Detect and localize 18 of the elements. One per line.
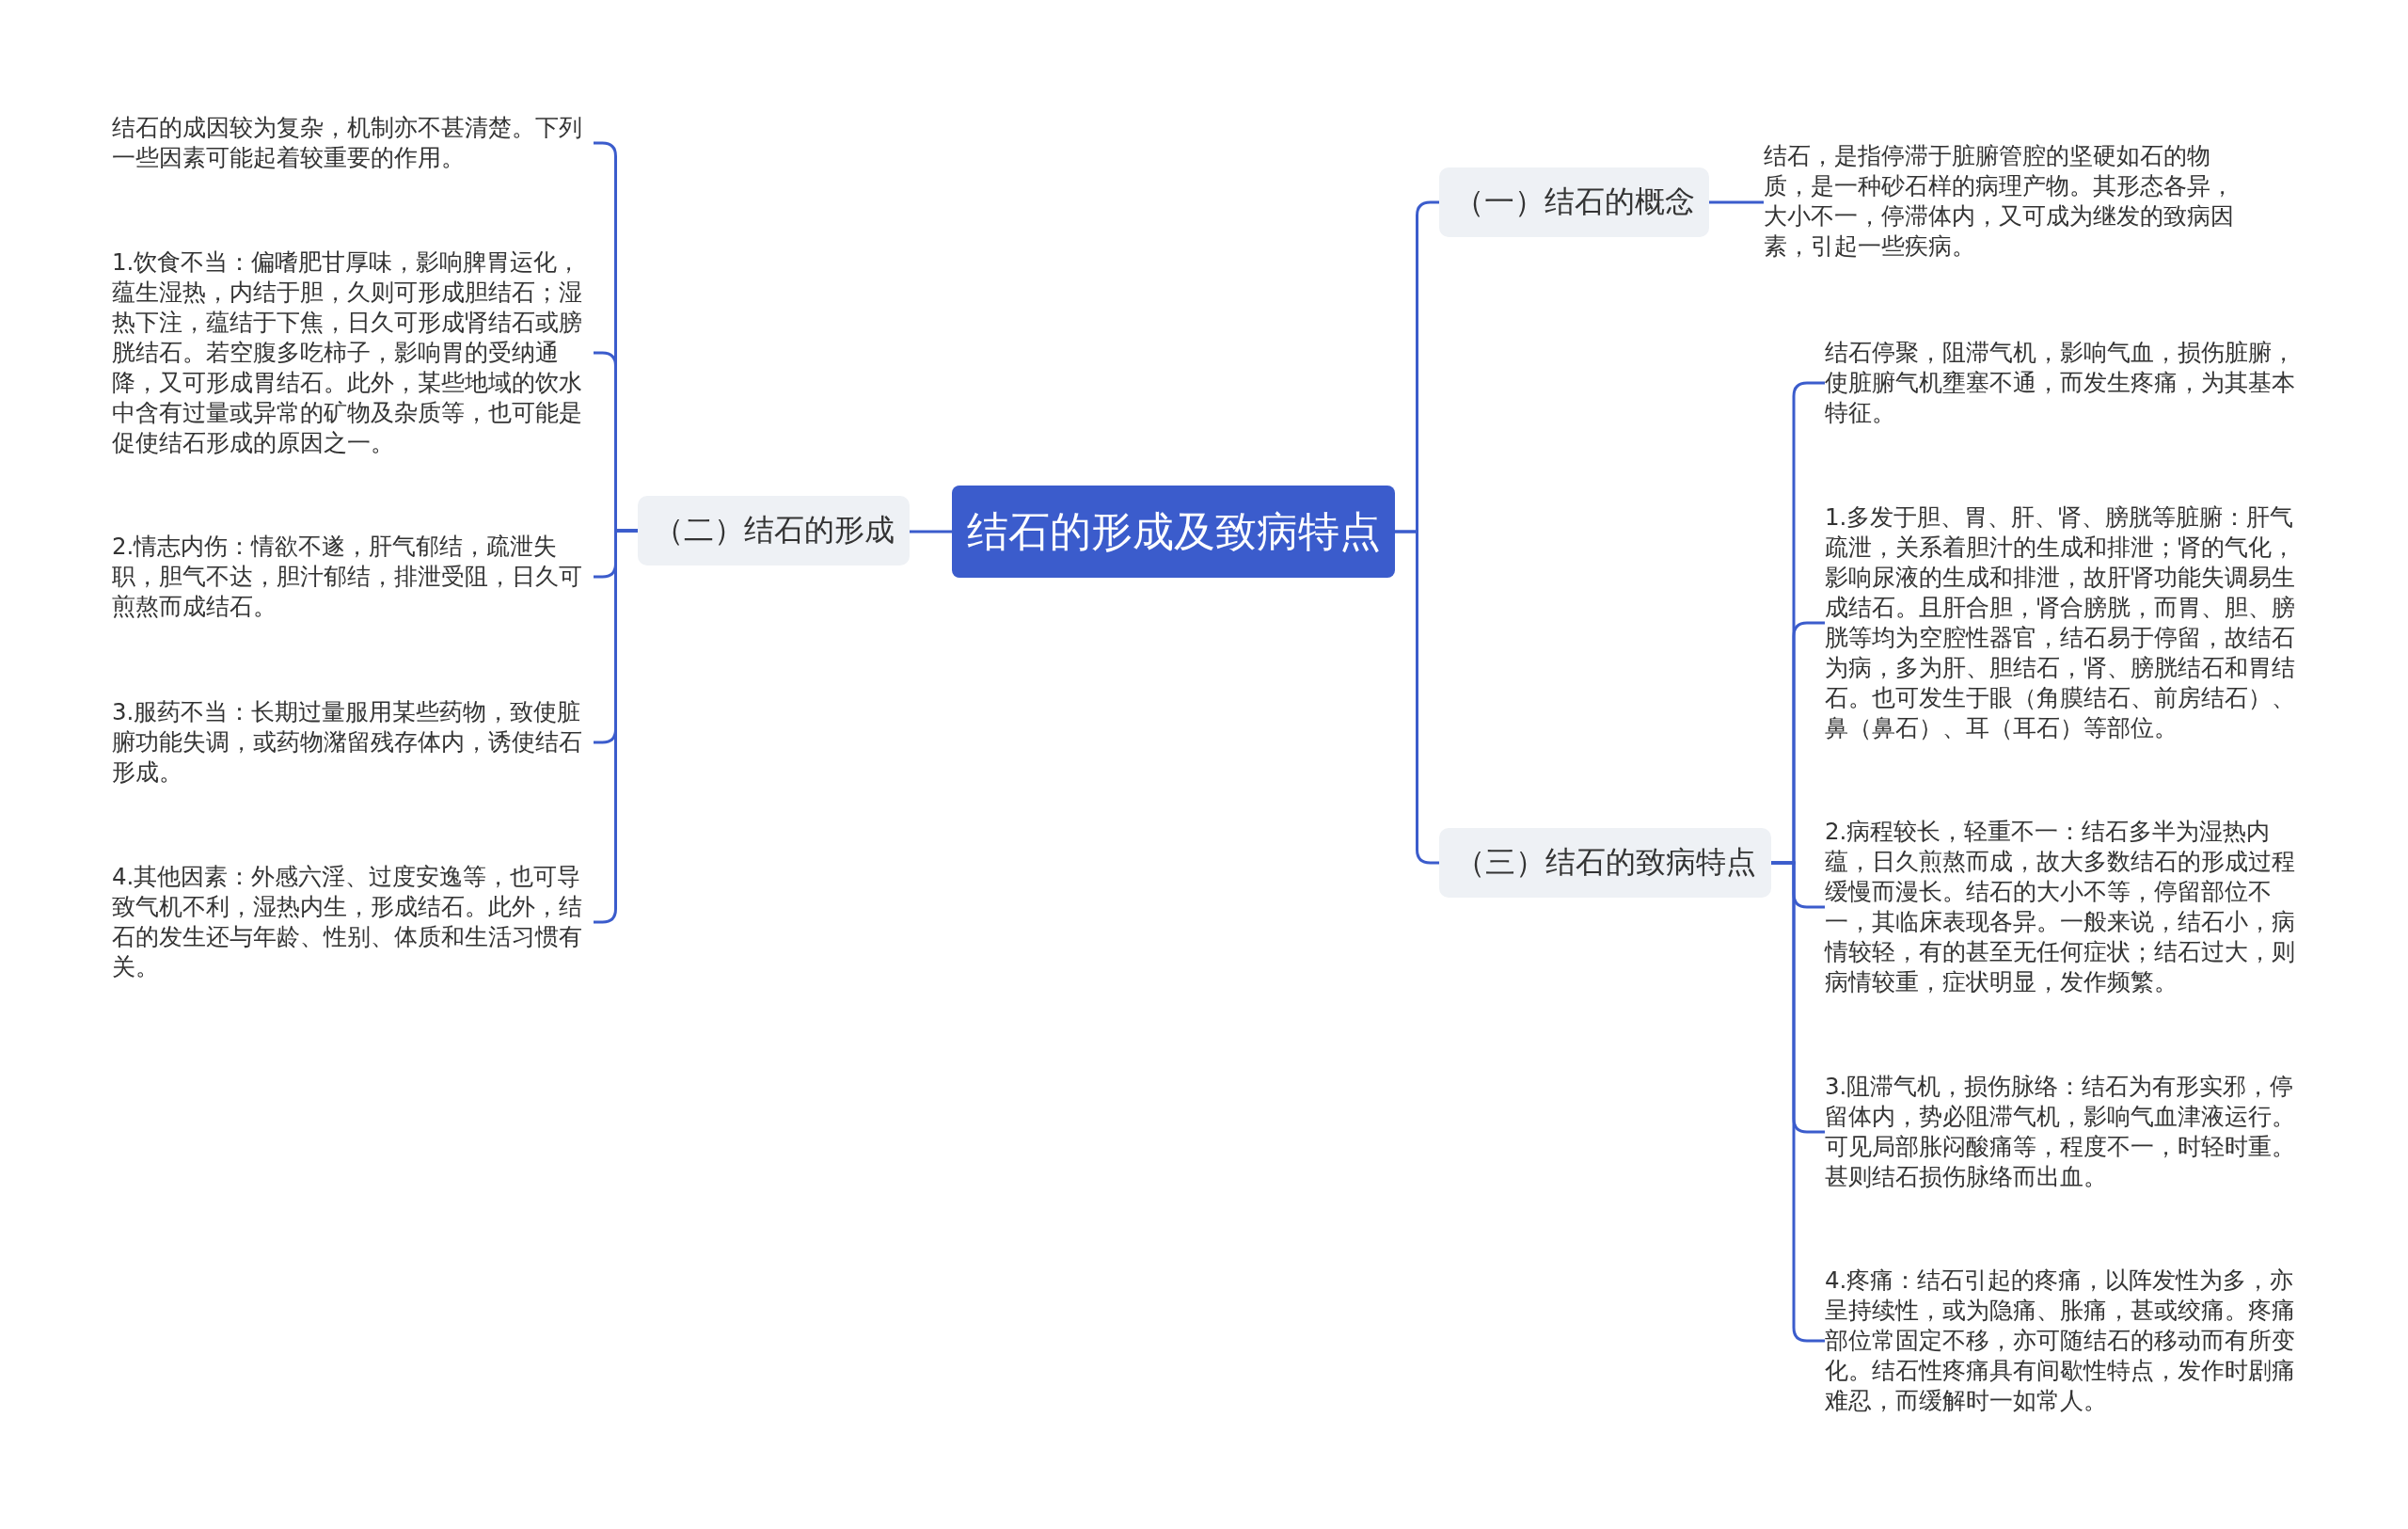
note-text: 2.病程较长，轻重不一：结石多半为湿热内蕴，日久煎熬而成，故大多数结石的形成过程缓慢而漫长。结石的大小不等，停留部位不一，其临床表现各异。一般来说，结石小，病情较轻，有的甚至无任何症状；结石过大，则病情较重，症状明显，发作频繁。 <box>1825 817 2306 997</box>
topic-box: （一）结石的概念 <box>1439 167 1709 237</box>
connector-line <box>1395 530 1439 865</box>
note-text: 结石，是指停滞于脏腑管腔的坚硬如石的物质，是一种砂石样的病理产物。其形态各异，大小不一，停滞体内，又可成为继发的致病因素，引起一些疾病。 <box>1764 141 2243 262</box>
note-text: 结石的成因较为复杂，机制亦不甚清楚。下列一些因素可能起着较重要的作用。 <box>112 113 594 173</box>
note-text: 4.疼痛：结石引起的疼痛，以阵发性为多，亦呈持续性，或为隐痛、胀痛，甚或绞痛。疼痛部位常固定不移，亦可随结石的移动而有所变化。结石性疼痛具有间歇性特点，发作时剧痛难忍，而缓解时一如常人。 <box>1825 1266 2306 1416</box>
note-text: 3.阻滞气机，损伤脉络：结石为有形实邪，停留体内，势必阻滞气机，影响气血津液运行。可见局部胀闷酸痛等，程度不一，时轻时重。甚则结石损伤脉络而出血。 <box>1825 1072 2306 1192</box>
connector-line <box>1709 200 1764 204</box>
note-text: 1.多发于胆、胃、肝、肾、膀胱等脏腑：肝气疏泄，关系着胆汁的生成和排泄；肾的气化，影响尿液的生成和排泄，故肝肾功能失调易生成结石。且肝合胆，肾合膀胱，而胃、胆、膀胱等均为空腔性器官，结石易于停留，故结石为病，多为肝、胆结石，肾、膀胱结石和胃结石。也可发生于眼（角膜结石、前房结石）、鼻（鼻石）、耳（耳石）等部位。 <box>1825 502 2306 743</box>
connector-line <box>910 530 952 534</box>
topic-box: （二）结石的形成 <box>638 496 910 565</box>
topic-box: （三）结石的致病特点 <box>1439 828 1771 898</box>
note-text: 4.其他因素：外感六淫、过度安逸等，也可导致气机不利，湿热内生，形成结石。此外，结石的发生还与年龄、性别、体质和生活习惯有关。 <box>112 862 594 982</box>
note-text: 3.服药不当：长期过量服用某些药物，致使脏腑功能失调，或药物潴留残存体内，诱使结石形成。 <box>112 697 594 788</box>
central-topic: 结石的形成及致病特点 <box>952 486 1395 578</box>
note-text: 结石停聚，阻滞气机，影响气血，损伤脏腑，使脏腑气机壅塞不通，而发生疼痛，为其基本特征。 <box>1825 338 2306 428</box>
note-text: 2.情志内伤：情欲不遂，肝气郁结，疏泄失职，胆气不达，胆汁郁结，排泄受阻，日久可煎熬而成结石。 <box>112 532 594 622</box>
note-text: 1.饮食不当：偏嗜肥甘厚味，影响脾胃运化，蕴生湿热，内结于胆，久则可形成胆结石；湿热下注，蕴结于下焦，日久可形成肾结石或膀胱结石。若空腹多吃柿子，影响胃的受纳通降，又可形成胃结石。此外，某些地域的饮水中含有过量或异常的矿物及杂质等，也可能是促使结石形成的原因之一。 <box>112 247 594 458</box>
